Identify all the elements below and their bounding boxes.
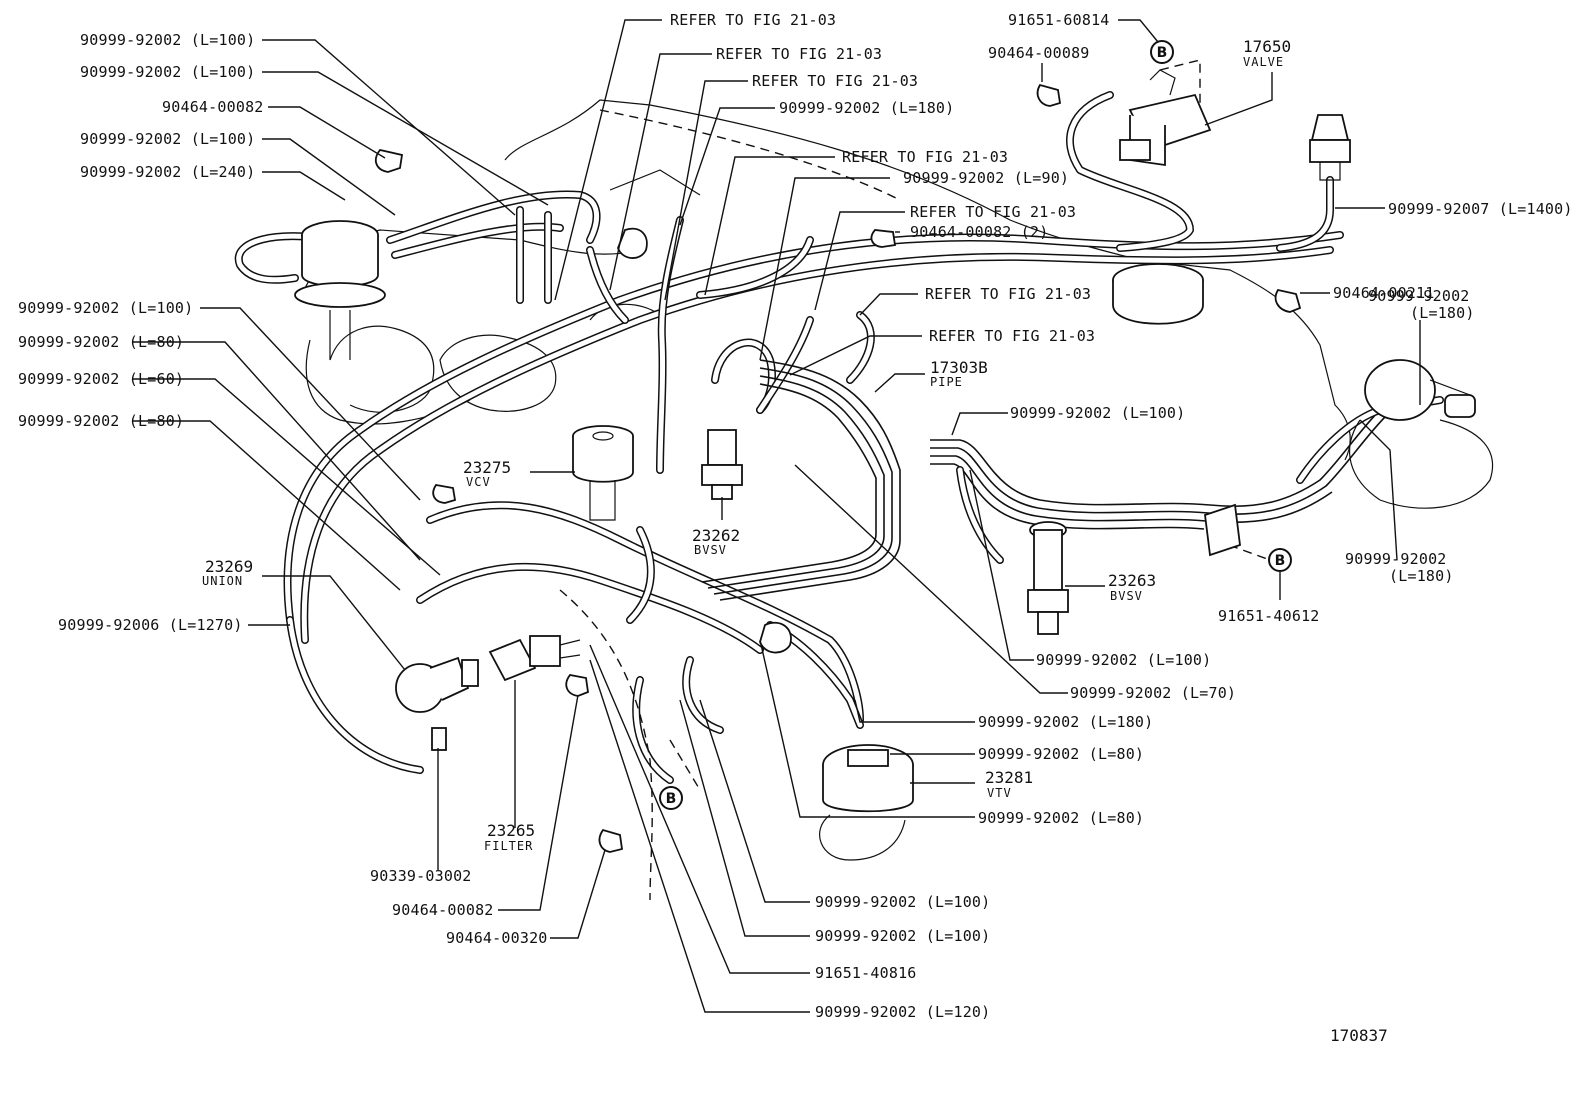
label-hose-l100-a: 90999-92002 (L=100)	[80, 31, 255, 49]
distributor-drawing	[1349, 359, 1494, 509]
label-refer-fig-4: REFER TO FIG 21-03	[842, 148, 1008, 166]
label-vcv-name: VCV	[466, 475, 491, 489]
label-hose-l180-right-a-len: (L=180)	[1410, 304, 1475, 322]
label-bvsv2-name: BVSV	[1110, 589, 1143, 603]
label-hose-l100-b: 90999-92002 (L=100)	[80, 63, 255, 81]
label-91651-60814: 91651-60814	[1008, 11, 1110, 29]
vacuum-switch-part-drawing	[1309, 114, 1351, 181]
label-hose-l180-right-b-len: (L=180)	[1389, 567, 1454, 585]
air-cleaner-cap-drawing	[1112, 263, 1204, 325]
label-hose-l60: 90999-92002 (L=60)	[18, 370, 184, 388]
hose-joint-drawing	[617, 227, 648, 259]
label-hose-l80-d: 90999-92002 (L=80)	[978, 809, 1144, 827]
clip-drawing	[1274, 288, 1302, 313]
label-vtv-number: 23281	[985, 768, 1033, 787]
label-union-name: UNION	[202, 574, 243, 588]
label-clip-90464-00320: 90464-00320	[446, 929, 548, 947]
label-90339-03002: 90339-03002	[370, 867, 472, 885]
label-hose-l80-b: 90999-92002 (L=80)	[18, 412, 184, 430]
reference-callout-b-bottom: B	[659, 786, 683, 810]
clip-drawing	[598, 828, 624, 853]
label-valve-name: VALVE	[1243, 55, 1284, 69]
svg-text:B: B	[666, 791, 677, 807]
label-refer-fig-7: REFER TO FIG 21-03	[929, 327, 1095, 345]
label-91651-40816: 91651-40816	[815, 964, 917, 982]
label-clip-90464-00082-2: 90464-00082 (2)	[910, 223, 1048, 241]
label-filter-name: FILTER	[484, 839, 533, 853]
engine-drawing	[234, 59, 1494, 901]
reference-callout-b-top: B	[1150, 40, 1174, 64]
label-hose-l180-top: 90999-92002 (L=180)	[779, 99, 954, 117]
reference-callout-b-right: B	[1268, 548, 1292, 572]
label-hose-l1270: 90999-92006 (L=1270)	[58, 616, 243, 634]
vtv-part-drawing	[819, 744, 914, 861]
union-part-drawing	[395, 656, 479, 751]
clip-drawing	[1036, 83, 1062, 107]
bvsv-23262-drawing	[701, 429, 743, 500]
label-hose-l70: 90999-92002 (L=70)	[1070, 684, 1236, 702]
svg-text:B: B	[1275, 553, 1286, 569]
label-hose-l100-f: 90999-92002 (L=100)	[1036, 651, 1211, 669]
label-clip-90464-00082-a: 90464-00082	[162, 98, 264, 116]
label-hose-l180-mid: 90999-92002 (L=180)	[978, 713, 1153, 731]
label-refer-fig-5: REFER TO FIG 21-03	[910, 203, 1076, 221]
label-hose-l90: 90999-92002 (L=90)	[903, 169, 1069, 187]
label-clip-90464-00082-b: 90464-00082	[392, 901, 494, 919]
label-valve-number: 17650	[1243, 37, 1291, 56]
label-refer-fig-2: REFER TO FIG 21-03	[716, 45, 882, 63]
label-union-number: 23269	[205, 557, 253, 576]
label-filter-number: 23265	[487, 821, 535, 840]
label-hose-l100-g: 90999-92002 (L=100)	[815, 893, 990, 911]
label-vcv-number: 23275	[463, 458, 511, 477]
label-91651-40612: 91651-40612	[1218, 607, 1320, 625]
label-clip-90464-00211: 90464-00211	[1333, 284, 1435, 302]
label-hose-l240: 90999-92002 (L=240)	[80, 163, 255, 181]
label-pipe-name: PIPE	[930, 375, 963, 389]
leader-lines	[132, 19, 1421, 1013]
label-vtv-name: VTV	[987, 786, 1012, 800]
filter-part-drawing	[488, 635, 581, 682]
label-hose-l80-a: 90999-92002 (L=80)	[18, 333, 184, 351]
clip-drawing	[565, 674, 589, 697]
canister-part-drawing	[294, 220, 386, 360]
valve-part-drawing	[1119, 69, 1212, 167]
label-hose-l180-right-b-no: 90999-92002	[1345, 550, 1447, 568]
label-hose-l100-c: 90999-92002 (L=100)	[80, 130, 255, 148]
bracket-drawing	[1204, 503, 1241, 557]
hose-joint-drawing	[759, 621, 792, 654]
svg-text:B: B	[1157, 45, 1168, 61]
label-hose-l120: 90999-92002 (L=120)	[815, 1003, 990, 1021]
clip-drawing	[374, 148, 404, 173]
label-hose-l1400: 90999-92007 (L=1400)	[1388, 200, 1573, 218]
label-refer-fig-3: REFER TO FIG 21-03	[752, 72, 918, 90]
clip-drawing	[432, 484, 457, 504]
label-hose-l180-right-a-no: 90999-92002	[1368, 287, 1470, 305]
vcv-part-drawing	[572, 425, 634, 521]
label-hose-l100-h: 90999-92002 (L=100)	[815, 927, 990, 945]
label-bvsv1-number: 23262	[692, 526, 740, 545]
part-labels: 90999-92002 (L=100) 90999-92002 (L=100) …	[18, 11, 1573, 1045]
label-refer-fig-1: REFER TO FIG 21-03	[670, 11, 836, 29]
label-bvsv1-name: BVSV	[694, 543, 727, 557]
label-hose-l100-e: 90999-92002 (L=100)	[1010, 404, 1185, 422]
bvsv-23263-drawing	[1027, 521, 1069, 635]
label-bvsv2-number: 23263	[1108, 571, 1156, 590]
label-refer-fig-6: REFER TO FIG 21-03	[925, 285, 1091, 303]
label-clip-90464-00089: 90464-00089	[988, 44, 1090, 62]
label-pipe-number: 17303B	[930, 358, 988, 377]
label-hose-l80-c: 90999-92002 (L=80)	[978, 745, 1144, 763]
label-hose-l100-d: 90999-92002 (L=100)	[18, 299, 193, 317]
clip-drawing	[870, 229, 897, 248]
figure-number: 170837	[1330, 1026, 1388, 1045]
